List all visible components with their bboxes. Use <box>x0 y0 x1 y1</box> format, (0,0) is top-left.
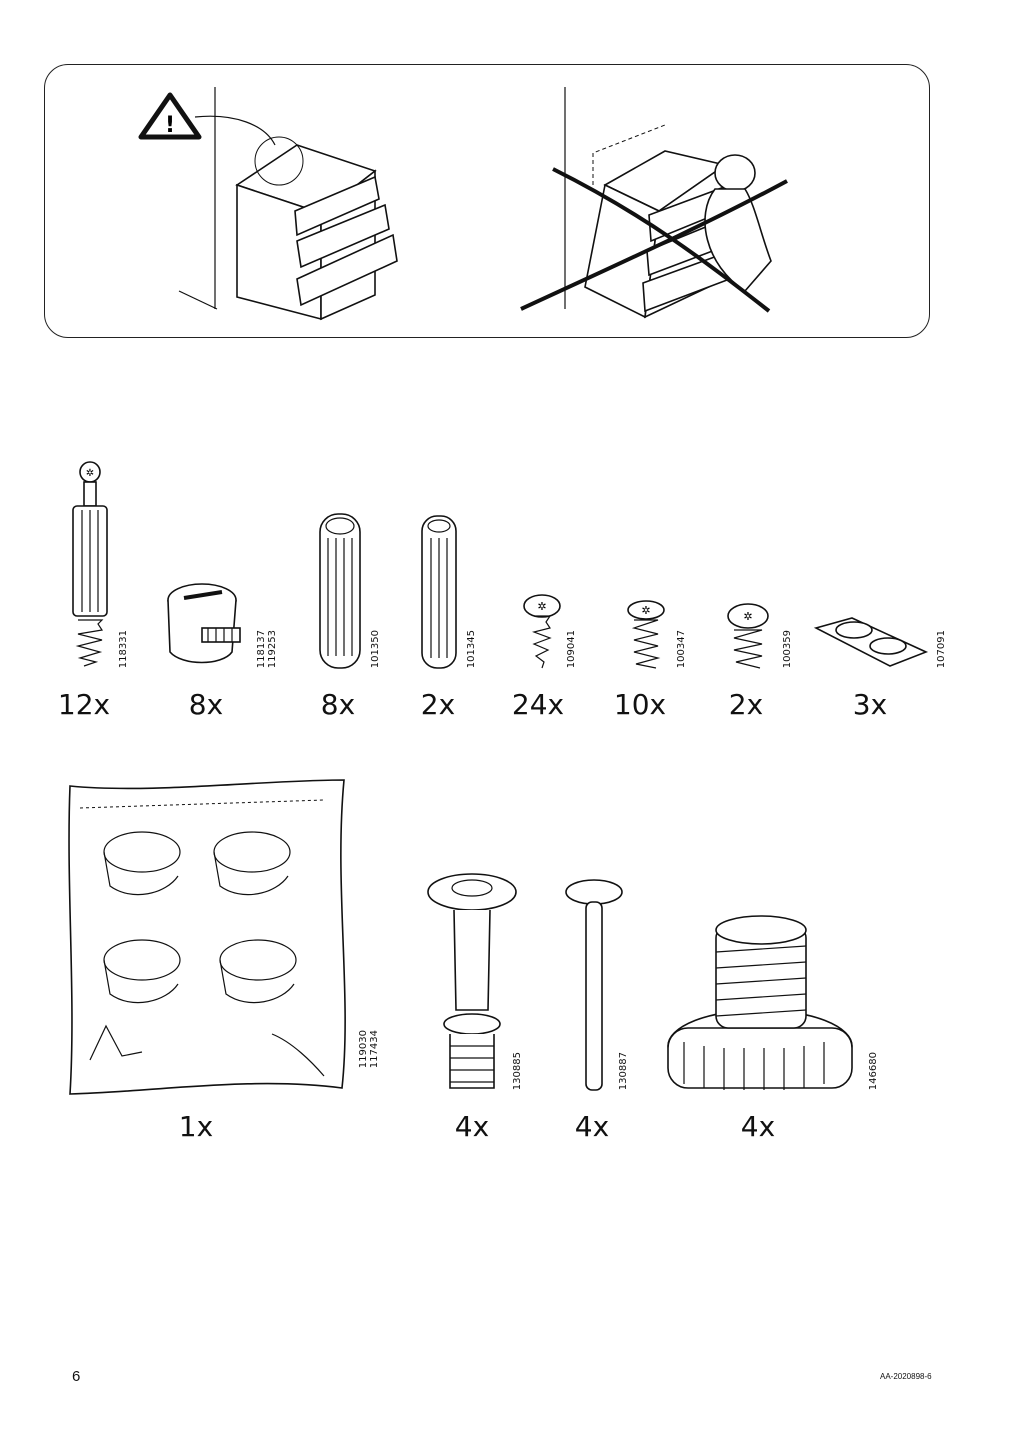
part-code: 119030 117434 <box>358 1030 380 1069</box>
part-quantity: 24x <box>511 688 565 721</box>
cam-lock-nut-icon <box>167 583 241 664</box>
part-quantity: 4x <box>740 1110 776 1143</box>
svg-text:!: ! <box>165 113 175 138</box>
cam-bolt-icon: ✲ <box>72 461 108 667</box>
part-code: 107091 <box>936 630 947 669</box>
dresser-secured <box>235 136 398 321</box>
screw-short-icon: ✲ <box>627 600 665 669</box>
part-quantity: 12x <box>57 688 111 721</box>
part-quantity: 3x <box>852 688 888 721</box>
part-code: 101345 <box>466 630 477 669</box>
adjustable-foot-icon <box>667 915 853 1090</box>
part-code: 146680 <box>868 1052 879 1091</box>
document-id: AA-2020898-6 <box>880 1372 932 1381</box>
part-code: 118331 <box>118 630 129 669</box>
part-quantity: 4x <box>454 1110 490 1143</box>
part-code: 100359 <box>782 630 793 669</box>
tip-over-warning-illustration: ! <box>138 87 788 321</box>
part-code: 109041 <box>566 630 577 669</box>
dresser-tipping <box>520 124 788 319</box>
part-quantity: 8x <box>320 688 356 721</box>
svg-text:✲: ✲ <box>743 611 752 623</box>
part-quantity: 2x <box>728 688 764 721</box>
svg-text:✲: ✲ <box>641 605 650 617</box>
svg-text:✲: ✲ <box>86 468 94 479</box>
part-quantity: 4x <box>574 1110 610 1143</box>
part-code: 130887 <box>618 1052 629 1091</box>
cam-lock-bag-icon <box>68 779 346 1095</box>
part-quantity: 1x <box>178 1110 214 1143</box>
expansion-plug-icon <box>427 873 517 1089</box>
warning-triangle-icon: ! <box>138 92 202 140</box>
part-code: 118137 119253 <box>256 630 278 669</box>
wood-screw-icon: ✲ <box>523 594 561 669</box>
dowel-small-icon <box>421 515 457 669</box>
part-code: 101350 <box>370 630 381 669</box>
warning-panel: ! <box>44 64 930 338</box>
screw-thick-icon: ✲ <box>727 603 769 669</box>
felt-pads-icon <box>813 617 929 667</box>
dowel-large-icon <box>319 513 361 669</box>
svg-text:✲: ✲ <box>537 601 546 613</box>
pin-icon <box>565 879 623 1091</box>
page-number: 6 <box>72 1368 81 1385</box>
part-code: 130885 <box>512 1052 523 1091</box>
part-code: 100347 <box>676 630 687 669</box>
part-quantity: 8x <box>188 688 224 721</box>
part-quantity: 10x <box>613 688 667 721</box>
part-quantity: 2x <box>420 688 456 721</box>
